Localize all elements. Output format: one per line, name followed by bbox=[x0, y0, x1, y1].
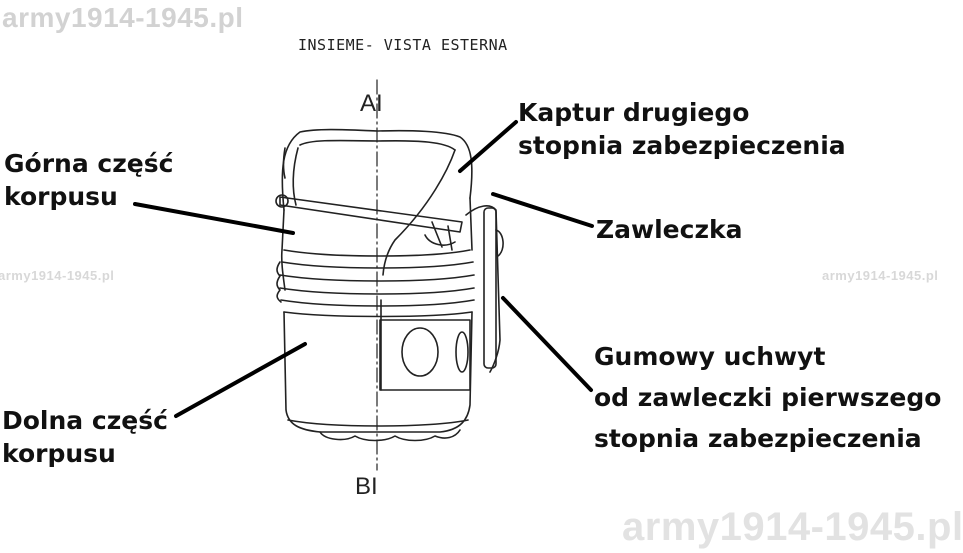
label-upper-body-line1: Górna część bbox=[4, 149, 174, 178]
label-lower-body-line2: korpusu bbox=[2, 439, 116, 468]
pin-ring bbox=[465, 205, 501, 373]
watermark-right: army1914-1945.pl bbox=[822, 268, 939, 283]
leader-pin bbox=[491, 192, 594, 228]
label-cap: Kaptur drugiego stopnia zabezpieczenia bbox=[518, 96, 846, 162]
lower-body-outline bbox=[283, 311, 473, 433]
axis-label-bottom: BI bbox=[355, 473, 378, 500]
label-pin-line1: Zawleczka bbox=[596, 215, 743, 244]
label-rubber-grip: Gumowy uchwyt od zawleczki pierwszego st… bbox=[594, 336, 941, 459]
leader-lower-body bbox=[174, 342, 307, 418]
watermark-left: army1914-1945.pl bbox=[0, 268, 115, 283]
diagram-heading: INSIEME- VISTA ESTERNA bbox=[298, 36, 508, 54]
label-cap-line2: stopnia zabezpieczenia bbox=[518, 131, 846, 160]
label-rubber-grip-line1: Gumowy uchwyt bbox=[594, 342, 826, 371]
label-upper-body-line2: korpusu bbox=[4, 182, 118, 211]
pin-bar bbox=[279, 196, 463, 233]
label-cap-line1: Kaptur drugiego bbox=[518, 98, 750, 127]
label-pin: Zawleczka bbox=[596, 213, 742, 246]
watermark-top: army1914-1945.pl bbox=[2, 2, 244, 33]
label-upper-body: Górna część korpusu bbox=[4, 147, 173, 213]
window-right bbox=[455, 331, 469, 373]
cap-outline bbox=[281, 128, 473, 211]
label-lower-body: Dolna część korpusu bbox=[2, 404, 168, 470]
watermark-bottom: army1914-1945.pl bbox=[622, 505, 963, 549]
leader-upper-body bbox=[133, 202, 295, 235]
label-lower-body-line1: Dolna część bbox=[2, 406, 168, 435]
window-left bbox=[401, 327, 439, 377]
label-rubber-grip-line3: stopnia zabezpieczenia bbox=[594, 424, 922, 453]
upper-body-outline bbox=[280, 209, 286, 291]
label-rubber-grip-line2: od zawleczki pierwszego bbox=[594, 383, 942, 412]
leader-rubber-grip bbox=[501, 296, 593, 392]
leader-cap bbox=[458, 120, 518, 173]
